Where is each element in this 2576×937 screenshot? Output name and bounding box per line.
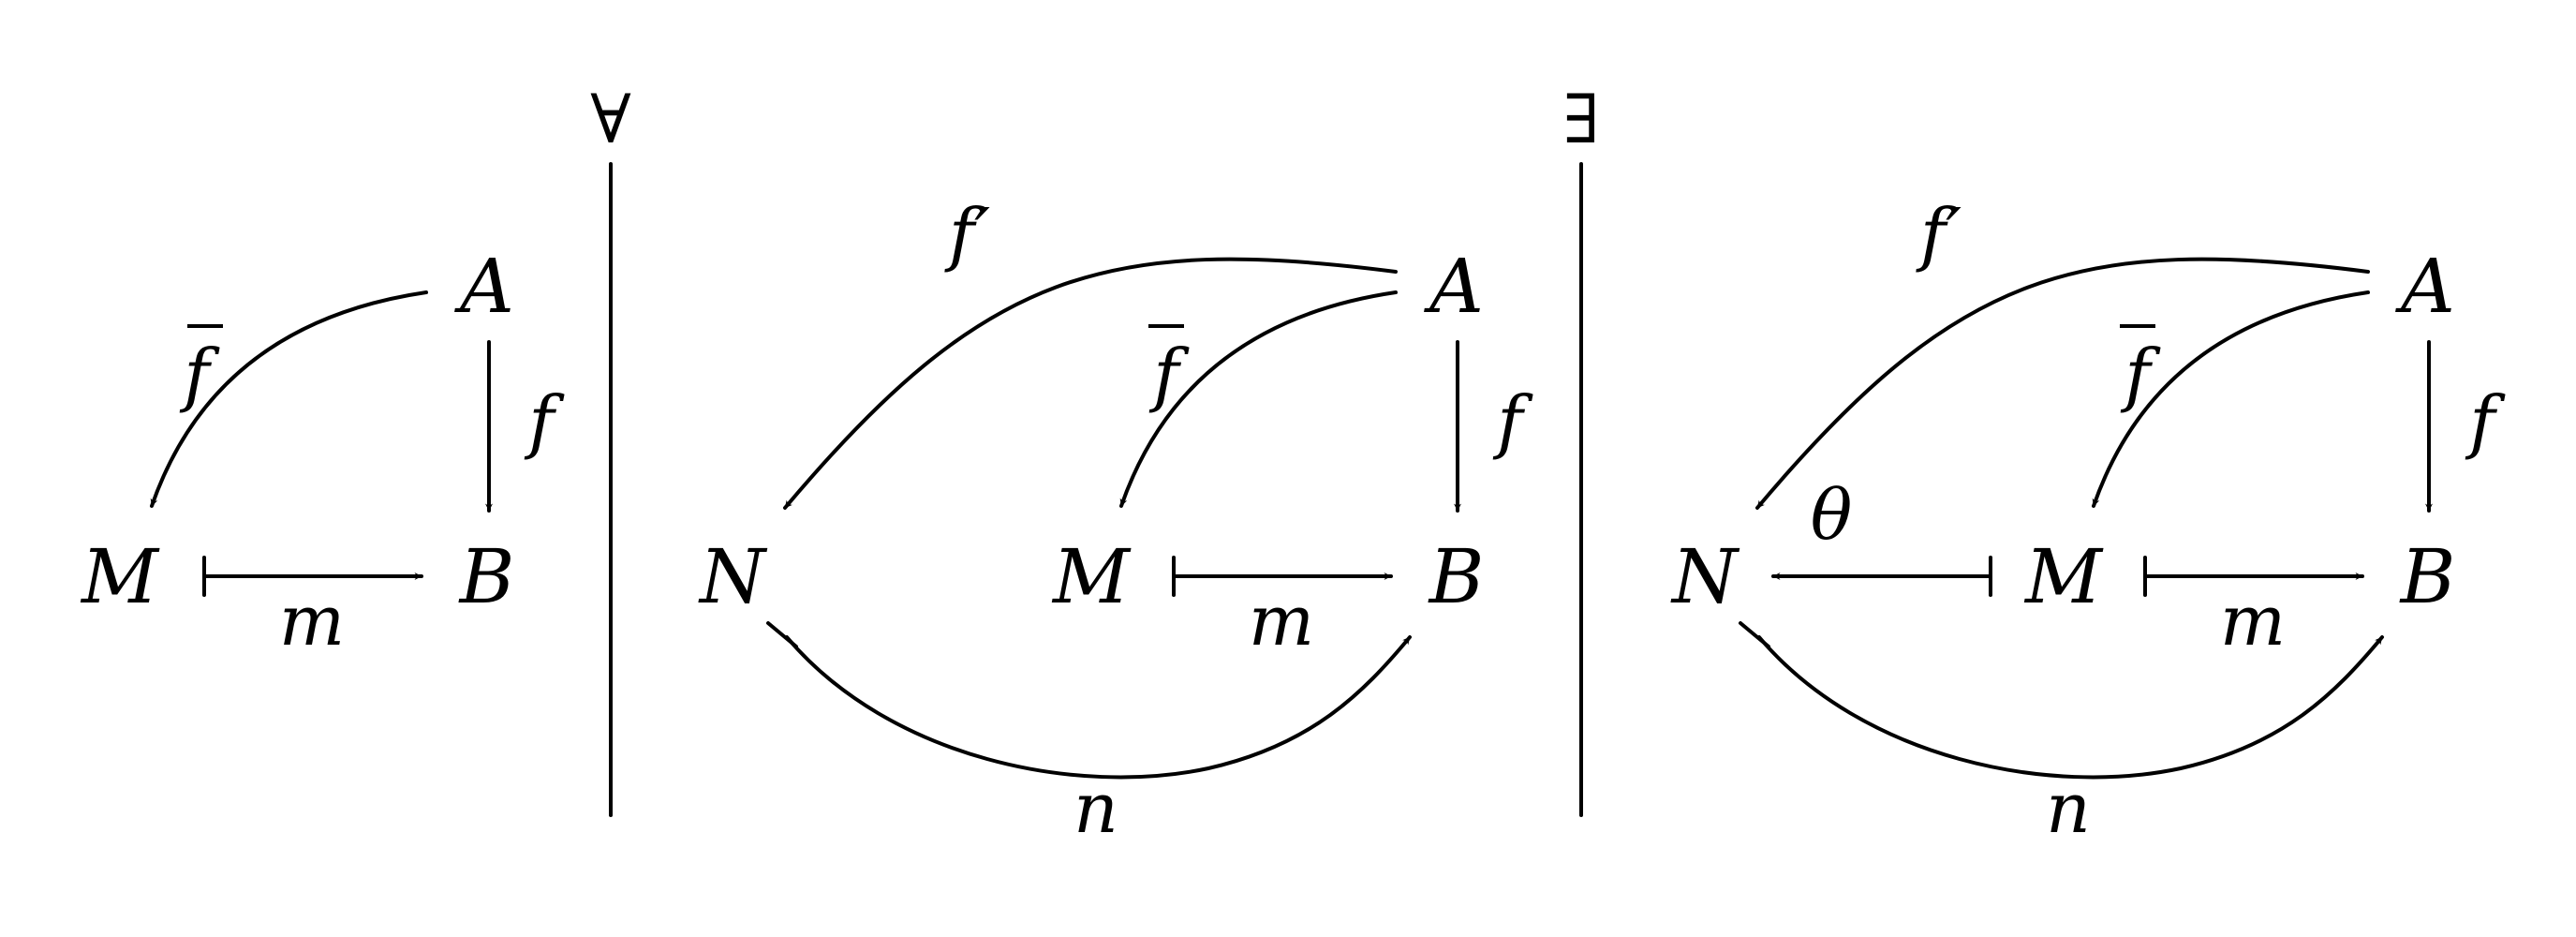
arrow-n — [785, 635, 1412, 780]
exists-symbol: ∃ — [1562, 80, 1599, 158]
label-f: f — [524, 381, 565, 462]
node-N: N — [1670, 533, 1740, 620]
label-fprime: f′ — [944, 194, 990, 275]
node-M: M — [80, 533, 160, 620]
arrow-fprime — [1755, 257, 2370, 510]
separator-exists: ∃ — [1562, 80, 1600, 817]
label-fbar: f — [2120, 335, 2161, 415]
label-m: m — [1249, 581, 1314, 662]
node-A: A — [2394, 243, 2455, 330]
label-fbar: f — [179, 335, 220, 415]
label-m: m — [2220, 581, 2286, 662]
arrow-n — [1757, 635, 2384, 780]
panel-3: A N M B f′ f f θ m n — [1670, 194, 2506, 849]
label-n: n — [2046, 768, 2091, 849]
label-m: m — [279, 581, 345, 662]
panel-1: A M B f f m — [80, 243, 565, 662]
forall-symbol: ∀ — [590, 80, 631, 158]
label-n: n — [1073, 768, 1118, 849]
separator-forall: ∀ — [590, 80, 631, 817]
panel-2: A N M B f′ f f m n — [698, 194, 1533, 849]
arrow-fbar — [150, 290, 428, 508]
arrow-fprime — [783, 257, 1398, 510]
label-fprime: f′ — [1916, 194, 1962, 275]
node-A: A — [453, 243, 514, 330]
node-N: N — [698, 533, 768, 620]
label-theta: θ — [1811, 475, 1853, 556]
label-f: f — [2465, 381, 2506, 462]
node-M: M — [1051, 533, 1132, 620]
label-fbar: f — [1148, 335, 1190, 415]
node-B: B — [1428, 533, 1485, 620]
node-B: B — [2399, 533, 2456, 620]
node-M: M — [2023, 533, 2104, 620]
label-f: f — [1492, 381, 1533, 462]
arrow-fbar — [2092, 290, 2370, 508]
arrow-fbar — [1119, 290, 1398, 508]
node-A: A — [1423, 243, 1484, 330]
node-B: B — [458, 533, 515, 620]
